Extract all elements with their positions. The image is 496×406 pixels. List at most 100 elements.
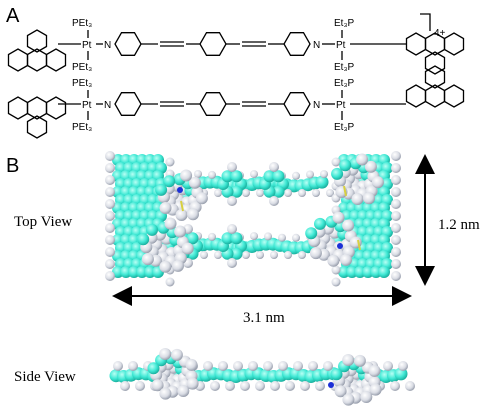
hydrogen-atom	[405, 381, 415, 391]
carbon-atom	[230, 170, 243, 183]
nitrogen-atom	[177, 187, 183, 193]
panel-a-label: A	[6, 5, 20, 27]
hydrogen-atom	[391, 199, 401, 209]
hydrogen-atom	[369, 383, 382, 396]
aryl-ring	[26, 29, 48, 53]
hydrogen-atom	[151, 379, 164, 392]
carbon-atom	[137, 233, 150, 246]
hydrogen-atom	[340, 253, 352, 266]
aryl-ring	[405, 32, 427, 56]
hydrogen-atom	[368, 364, 381, 377]
hydrogen-atom	[105, 187, 115, 197]
nitrogen-atom	[337, 243, 343, 249]
hydrogen-atom	[208, 170, 216, 179]
carbon-atom	[230, 185, 243, 198]
hydrogen-atom	[391, 151, 401, 161]
hydrogen-atom	[159, 387, 172, 400]
hydrogen-atom	[264, 232, 272, 241]
hydrogen-atom	[181, 242, 194, 255]
hydrogen-atom	[327, 254, 340, 267]
hydrogen-atom	[331, 277, 341, 287]
carbon-atom	[331, 167, 344, 180]
hydrogen-atom	[170, 348, 183, 361]
aryl-ring	[443, 84, 465, 108]
hydrogen-atom	[210, 381, 220, 391]
carbon-atom	[378, 266, 390, 278]
hydrogen-atom	[391, 175, 401, 185]
top-view-model	[105, 151, 401, 287]
carbon-atom	[163, 175, 176, 188]
platinum-label: Pt	[82, 100, 92, 111]
hydrogen-atom	[308, 361, 318, 371]
right-aryl-units	[405, 32, 465, 108]
hydrogen-atom	[356, 153, 369, 166]
hydrogen-atom	[256, 189, 264, 197]
hydrogen-atom	[227, 162, 237, 172]
hydrogen-atom	[186, 377, 199, 390]
hydrogen-atom	[284, 251, 292, 259]
carbon-atom	[186, 232, 199, 245]
hydrogen-atom	[284, 189, 292, 197]
hydrogen-atom	[306, 170, 314, 179]
charge-label: 4+	[434, 28, 446, 39]
hydrogen-atom	[391, 163, 401, 173]
hydrogen-atom	[194, 170, 202, 178]
hydrogen-atom	[135, 381, 145, 391]
hydrogen-atom	[208, 232, 216, 241]
hydrogen-atom	[332, 211, 345, 224]
platinum-label: Pt	[82, 40, 92, 51]
hydrogen-atom	[342, 393, 355, 406]
hydrogen-atom	[269, 162, 279, 172]
left-aryl-units	[7, 29, 67, 139]
hydrogen-atom	[240, 381, 250, 391]
side-view-model	[109, 348, 415, 406]
carbon-atom	[315, 175, 329, 189]
hydrogen-atom	[391, 247, 401, 257]
pyridine-ring	[114, 32, 142, 56]
hydrogen-atom	[263, 361, 273, 371]
hydrogen-atom	[391, 259, 401, 269]
hydrogen-atom	[269, 196, 279, 206]
hydrogen-atom	[364, 160, 377, 173]
hydrogen-atom	[391, 271, 401, 281]
hydrogen-atom	[292, 233, 300, 242]
hydrogen-atom	[323, 361, 333, 371]
hydrogen-atom	[250, 232, 258, 241]
hydrogen-atom	[120, 381, 130, 391]
platinum-label: Pt	[336, 40, 346, 51]
hydrogen-atom	[105, 271, 115, 281]
carbon-atom	[314, 217, 326, 230]
hydrogen-atom	[315, 381, 325, 391]
hydrogen-atom	[113, 361, 123, 371]
carbon-atom	[263, 170, 276, 183]
hydrogen-atom	[105, 199, 115, 209]
hydrogen-atom	[175, 209, 188, 221]
phosphine-label: PEt₃	[72, 18, 92, 29]
hydrogen-atom	[128, 361, 138, 371]
hydrogen-atom	[227, 224, 237, 234]
nitrogen-label: N	[313, 100, 320, 111]
benzene-ring	[199, 32, 227, 56]
hydrogen-atom	[105, 151, 115, 161]
hydrogen-atom	[242, 251, 250, 259]
hydrogen-atom	[256, 251, 264, 259]
hydrogen-atom	[326, 189, 334, 197]
hydrogen-atom	[331, 265, 341, 275]
hydrogen-atom	[214, 189, 222, 197]
aryl-ring	[424, 65, 446, 89]
panel-b-label: B	[6, 155, 19, 177]
hydrogen-atom	[105, 163, 115, 173]
carbon-atom	[146, 223, 158, 236]
hydrogen-atom	[164, 217, 177, 230]
hydrogen-atom	[227, 258, 237, 268]
hydrogen-atom	[255, 381, 265, 391]
hydrogen-atom	[159, 260, 172, 273]
hydrogen-atom	[105, 259, 115, 269]
platinum-label: Pt	[336, 100, 346, 111]
phosphine-label: Et₃P	[334, 62, 355, 73]
hydrogen-atom	[309, 247, 322, 260]
hydrogen-atom	[105, 223, 115, 233]
length-label: 3.1 nm	[243, 310, 285, 326]
hydrogen-atom	[105, 211, 115, 221]
